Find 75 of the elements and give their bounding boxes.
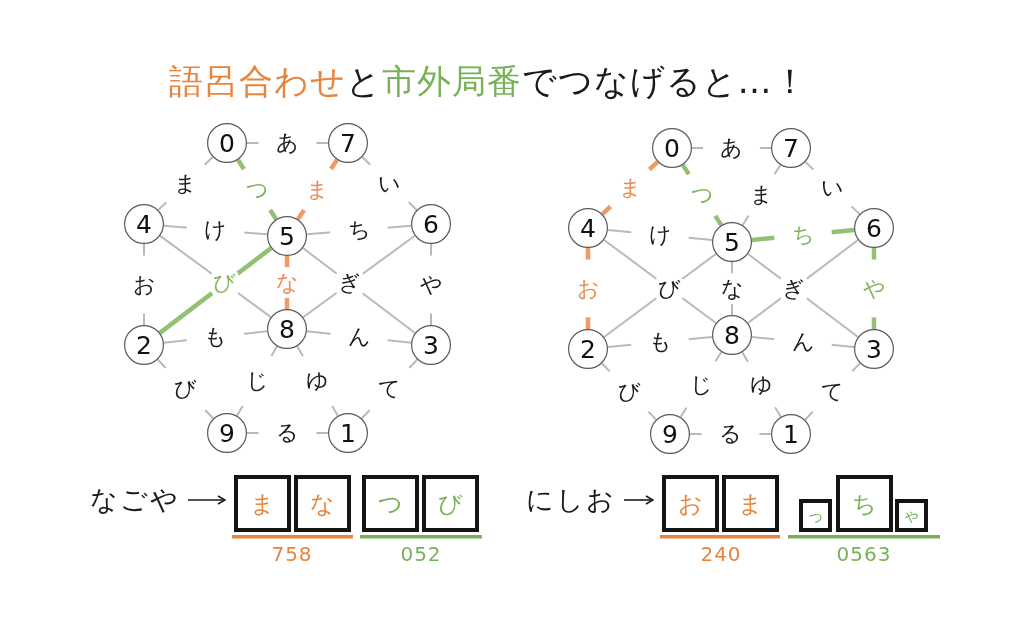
edge-label: ぎ	[781, 277, 807, 300]
title: 語呂合わせと市外局番でつなげると…！	[168, 60, 808, 102]
code-number: 052	[400, 544, 442, 564]
number-circle	[207, 123, 247, 163]
digit-label: 6	[866, 215, 882, 241]
number-circle	[267, 216, 307, 256]
kana-tile: つ	[362, 475, 419, 532]
kana-tile: な	[294, 475, 351, 532]
digit-label: 2	[580, 336, 596, 362]
digit-label: 3	[423, 332, 439, 358]
edge-label: な	[719, 277, 745, 300]
arrow	[187, 495, 226, 505]
edge-label: や	[861, 277, 887, 300]
edge-label: け	[203, 219, 228, 241]
edge-label: ん	[790, 331, 816, 353]
edge-label: な	[274, 271, 300, 294]
kana-tile: ゃ	[895, 499, 928, 532]
digit-label: 8	[724, 322, 740, 348]
kana-tile: っ	[799, 499, 832, 532]
edge-label: け	[647, 224, 673, 246]
code-number: 240	[700, 544, 742, 564]
number-circle	[328, 413, 368, 453]
digit-label: 3	[866, 336, 882, 362]
number-circle	[207, 413, 247, 453]
number-circle	[568, 329, 608, 369]
digit-label: 4	[136, 211, 152, 237]
number-circle	[267, 309, 307, 349]
number-circle	[712, 315, 752, 355]
edge-label: お	[131, 273, 157, 296]
digit-label: 1	[340, 420, 356, 446]
number-circle	[124, 204, 164, 244]
number-circle	[854, 208, 894, 248]
digit-label: 9	[662, 421, 678, 447]
edge-label: び	[616, 380, 642, 403]
digit-label: 4	[580, 215, 596, 241]
kana-tile: び	[422, 475, 479, 532]
digit-label: 7	[340, 130, 356, 156]
number-circle	[568, 208, 608, 248]
number-circle	[328, 123, 368, 163]
edge-label: び	[173, 378, 198, 400]
digit-label: 1	[783, 421, 799, 447]
digit-label: 2	[136, 332, 152, 358]
digit-label: 0	[219, 130, 235, 156]
number-circle	[771, 128, 811, 168]
kana-tile: ま	[722, 475, 779, 532]
edge-label: び	[656, 277, 682, 300]
digit-label: 9	[219, 420, 235, 446]
kana-tile: お	[662, 475, 719, 532]
edge-label: や	[418, 273, 444, 296]
digit-label: 5	[279, 223, 295, 249]
number-circle	[854, 329, 894, 369]
arrow	[623, 495, 654, 505]
number-circle	[712, 222, 752, 262]
number-circle	[652, 128, 692, 168]
place-name: にしお	[526, 484, 616, 516]
digit-label: 8	[279, 316, 295, 342]
digit-label: 5	[724, 229, 740, 255]
place-name: なごや	[90, 484, 180, 516]
number-circle	[124, 325, 164, 365]
code-number: 758	[271, 544, 313, 564]
digit-label: 6	[423, 211, 439, 237]
kana-tile: ま	[234, 475, 291, 532]
edge-label: ゆ	[305, 370, 330, 392]
edge-label: ゆ	[749, 373, 774, 396]
digit-label: 7	[783, 135, 799, 161]
number-circle	[650, 414, 690, 454]
number-circle	[411, 325, 451, 365]
edge-label: お	[575, 277, 601, 300]
number-circle	[411, 204, 451, 244]
kana-tile: ち	[836, 475, 893, 532]
number-circle	[771, 414, 811, 454]
edge-label: び	[212, 272, 238, 295]
code-number: 0563	[836, 544, 892, 564]
edge-label: ん	[346, 326, 372, 348]
digit-label: 0	[664, 135, 680, 161]
